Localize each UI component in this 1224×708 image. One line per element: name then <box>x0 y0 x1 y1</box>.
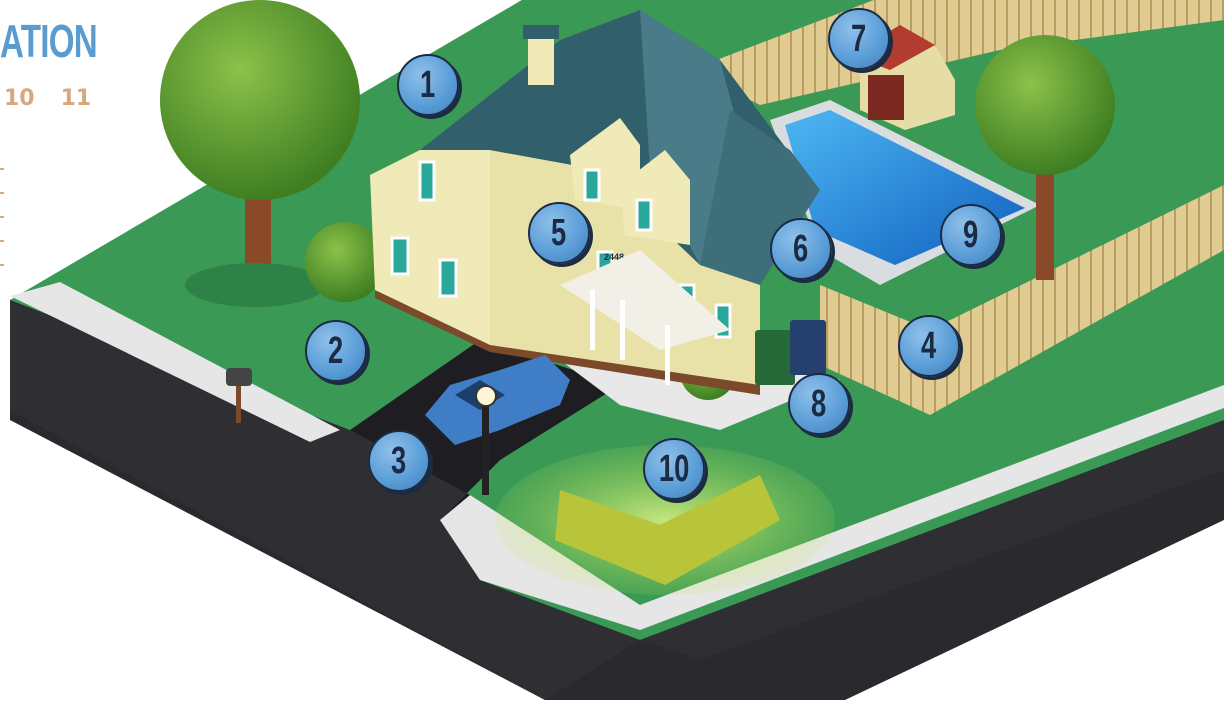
porch-column-3 <box>665 325 670 385</box>
marker-10-lighting[interactable]: 10 <box>643 438 705 500</box>
tree-left-shadow <box>185 263 325 307</box>
chimney-cap <box>523 25 559 39</box>
marker-9-pool[interactable]: 9 <box>940 204 1002 266</box>
window-gable <box>420 162 434 200</box>
tick-mark <box>0 264 4 266</box>
window-left-1 <box>392 238 408 274</box>
page-title-fragment: ATION <box>0 14 97 68</box>
marker-4-fence[interactable]: 4 <box>898 315 960 377</box>
marker-6-side-gutter[interactable]: 6 <box>770 218 832 280</box>
marker-label: 7 <box>851 18 866 61</box>
marker-label: 9 <box>963 214 978 257</box>
mailbox-post <box>236 385 241 423</box>
lamp-post <box>482 400 489 495</box>
marker-label: 4 <box>921 325 936 368</box>
marker-5-house-front[interactable]: 5 <box>528 202 590 264</box>
marker-label: 3 <box>391 440 406 483</box>
recycle-bin-blue <box>790 320 826 375</box>
left-edge-ticks <box>0 168 4 288</box>
shed-door <box>868 75 904 120</box>
marker-label: 2 <box>328 330 343 373</box>
marker-label: 8 <box>811 383 826 426</box>
marker-2-lawn[interactable]: 2 <box>305 320 367 382</box>
tick-mark <box>0 240 4 242</box>
tree-right-canopy <box>975 35 1115 175</box>
mailbox <box>226 368 252 386</box>
tick-mark <box>0 192 4 194</box>
tick-mark <box>0 216 4 218</box>
tree-right-trunk <box>1036 160 1054 280</box>
marker-8-trash-bins[interactable]: 8 <box>788 373 850 435</box>
marker-1-roof[interactable]: 1 <box>397 54 459 116</box>
marker-7-shed[interactable]: 7 <box>828 8 890 70</box>
window-left-2 <box>440 260 456 296</box>
porch-column-1 <box>590 290 595 350</box>
porch-column-2 <box>620 300 625 360</box>
marker-label: 10 <box>659 448 689 491</box>
page-link-10[interactable]: 10 <box>4 86 35 111</box>
lamp-light <box>476 386 496 406</box>
marker-label: 6 <box>793 228 808 271</box>
tick-mark <box>0 168 4 170</box>
tree-left-canopy <box>160 0 360 200</box>
chimney <box>528 35 554 85</box>
trash-bin-green <box>755 330 795 385</box>
window-dormer-1 <box>585 170 599 200</box>
marker-label: 1 <box>420 64 435 107</box>
window-dormer-2 <box>637 200 651 230</box>
page-navigation: 10 11 <box>4 86 91 111</box>
page-link-11[interactable]: 11 <box>61 86 92 111</box>
marker-3-driveway[interactable]: 3 <box>368 430 430 492</box>
marker-label: 5 <box>551 212 566 255</box>
